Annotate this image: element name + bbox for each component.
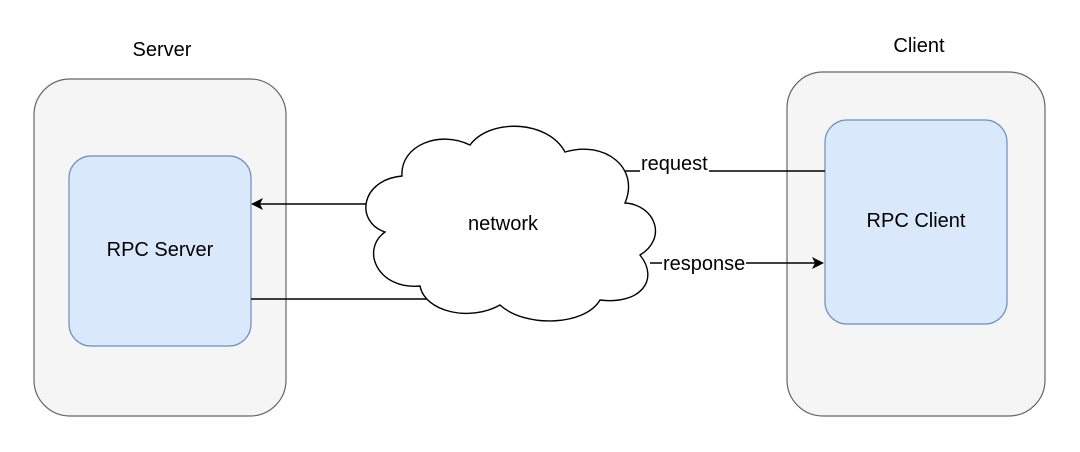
network-cloud: [365, 125, 657, 322]
rpc-server-box: [68, 155, 252, 347]
rpc-client-label: RPC Client: [866, 210, 966, 232]
client-title: Client: [893, 35, 945, 57]
server-title: Server: [132, 39, 192, 61]
network-label: network: [467, 213, 539, 235]
request-label: request: [640, 153, 709, 175]
response-label: response: [662, 253, 747, 275]
rpc-client-box: [824, 119, 1008, 325]
rpc-server-label: RPC Server: [106, 239, 214, 261]
